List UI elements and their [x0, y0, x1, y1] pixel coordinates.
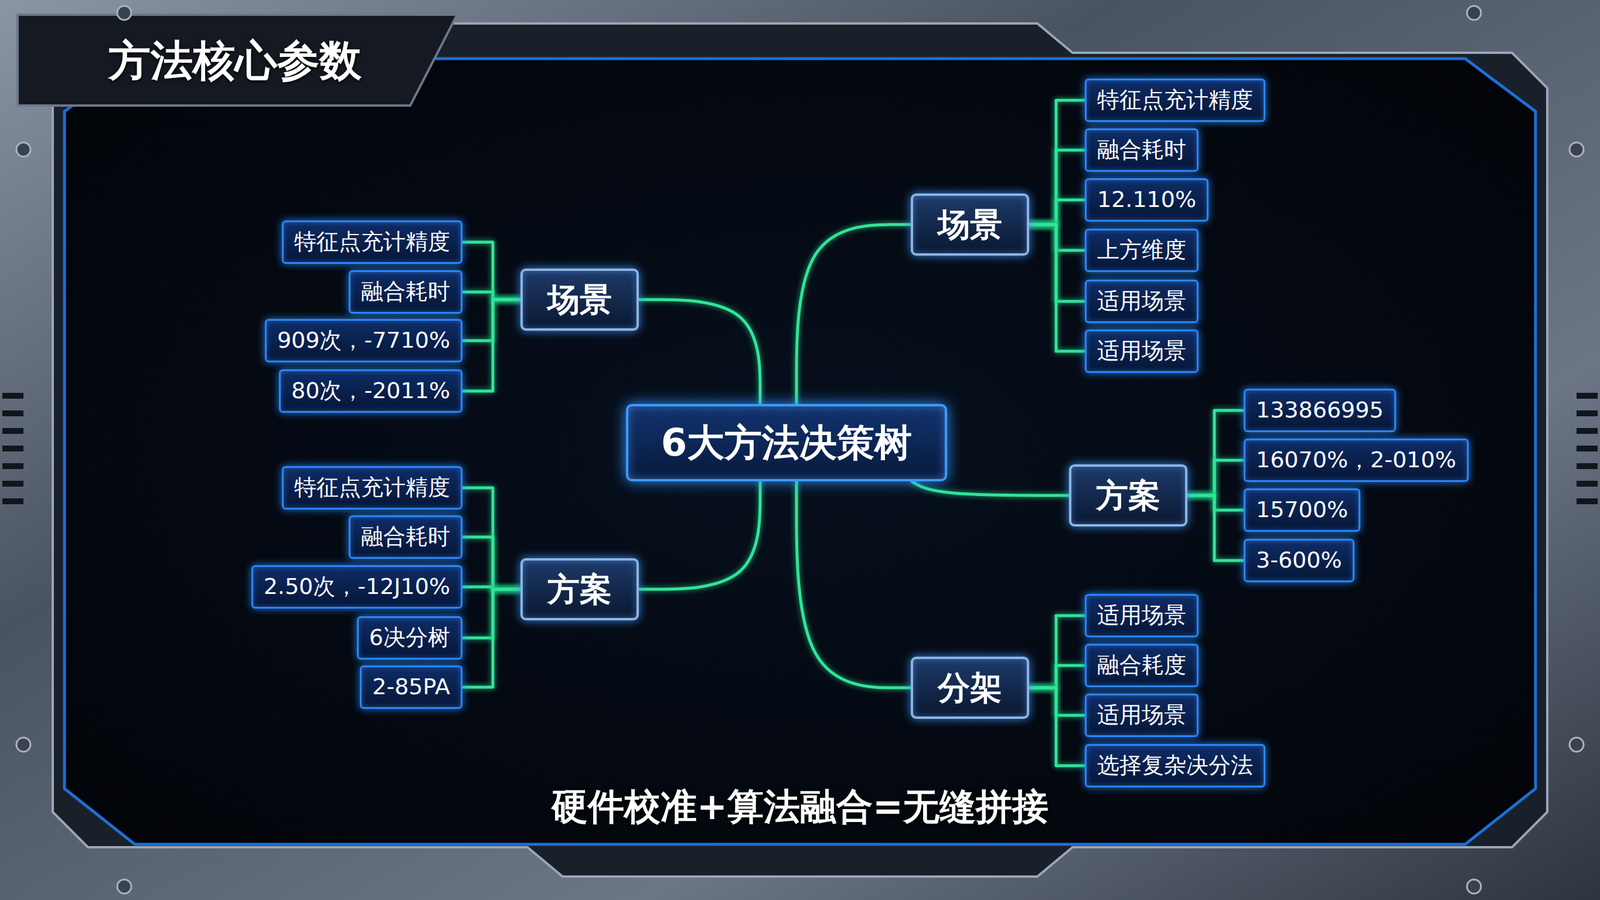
connector — [1029, 199, 1085, 225]
parameter-box: 融合耗度 — [1084, 643, 1199, 687]
node-label: 融合耗度 — [1097, 651, 1187, 679]
category-node: 场景 — [910, 193, 1030, 256]
parameter-box: 适用场景 — [1084, 329, 1199, 373]
node-label: 融合耗时 — [361, 523, 451, 551]
node-label: 2.50次，-12J10% — [263, 573, 451, 601]
connector — [1029, 687, 1085, 766]
parameter-box: 融合耗时 — [1084, 128, 1199, 172]
parameter-box: 12.110% — [1084, 178, 1209, 222]
parameter-box: 2-85PA — [359, 665, 463, 709]
node-label: 特征点充计精度 — [294, 474, 451, 502]
connector — [462, 589, 521, 687]
screen-area — [64, 58, 1536, 844]
connector — [462, 299, 521, 391]
parameter-box: 80次，-2011% — [278, 369, 463, 413]
node-label: 上方维度 — [1097, 236, 1187, 264]
node-label: 3-600% — [1255, 546, 1343, 574]
parameter-box: 融合耗时 — [348, 515, 463, 559]
node-label: 12.110% — [1097, 186, 1197, 214]
category-node: 分架 — [910, 656, 1030, 719]
connector — [1187, 460, 1244, 496]
page-title: 方法核心参数 — [108, 32, 362, 90]
node-label: 适用场景 — [1097, 337, 1187, 365]
parameter-box: 特征点充计精度 — [1084, 78, 1266, 122]
parameter-box: 15700% — [1243, 488, 1361, 532]
caption: 硬件校准+算法融合=无缝拼接 — [551, 781, 1049, 832]
node-label: 融合耗时 — [361, 278, 451, 306]
node-label: 适用场景 — [1097, 601, 1187, 629]
parameter-box: 选择复杂决分法 — [1084, 743, 1266, 788]
parameter-box: 909次，-7710% — [264, 318, 463, 363]
node-label: 场景 — [547, 280, 612, 319]
frame-bevel — [52, 23, 1548, 877]
parameter-box: 2.50次，-12J10% — [251, 564, 463, 609]
node-label: 融合耗时 — [1097, 136, 1187, 164]
connector — [638, 481, 761, 590]
side-vents — [2, 392, 1598, 505]
node-label: 6大方法决策树 — [661, 420, 913, 466]
node-label: 分架 — [937, 668, 1003, 707]
node-label: 2-85PA — [372, 673, 451, 701]
category-node: 方案 — [520, 557, 639, 621]
connector — [1029, 615, 1085, 688]
parameter-box: 特征点充计精度 — [281, 220, 463, 264]
parameter-box: 16070%，2-010% — [1243, 438, 1469, 482]
connector — [1187, 495, 1244, 561]
connector — [1187, 410, 1244, 496]
title-plate — [17, 14, 458, 106]
screws — [16, 5, 1584, 894]
connector — [1029, 150, 1085, 225]
root-node: 6大方法决策树 — [625, 403, 948, 482]
node-label: 909次，-7710% — [277, 327, 451, 354]
node-label: 6决分树 — [369, 624, 451, 652]
parameter-box: 133866995 — [1243, 388, 1397, 432]
node-label: 方案 — [547, 569, 612, 609]
connector — [911, 481, 1070, 496]
node-label: 场景 — [937, 205, 1003, 244]
parameter-box: 适用场景 — [1084, 693, 1199, 737]
connector — [462, 536, 521, 590]
connector — [1029, 224, 1085, 352]
node-label: 适用场景 — [1097, 701, 1187, 729]
node-label: 80次，-2011% — [291, 377, 451, 405]
parameter-box: 3-600% — [1243, 538, 1355, 582]
node-label: 特征点充计精度 — [1097, 86, 1254, 114]
parameter-box: 上方维度 — [1084, 228, 1199, 272]
connector — [1029, 100, 1085, 225]
parameter-box: 特征点充计精度 — [281, 465, 463, 510]
parameter-box: 融合耗时 — [348, 270, 463, 314]
node-label: 方案 — [1095, 475, 1161, 515]
category-node: 场景 — [520, 268, 639, 331]
parameter-box: 6决分树 — [356, 615, 463, 660]
node-label: 133866995 — [1255, 396, 1384, 424]
node-label: 适用场景 — [1097, 287, 1187, 315]
node-label: 15700% — [1255, 496, 1348, 524]
node-label: 选择复杂决分法 — [1097, 751, 1254, 779]
connector — [638, 299, 761, 404]
connector — [462, 242, 521, 300]
parameter-box: 适用场景 — [1084, 279, 1199, 323]
connector — [796, 224, 911, 404]
connector — [1029, 665, 1085, 688]
connector — [796, 481, 911, 688]
category-node: 方案 — [1069, 464, 1188, 527]
node-label: 16070%，2-010% — [1255, 446, 1457, 474]
parameter-box: 适用场景 — [1084, 593, 1199, 638]
node-label: 特征点充计精度 — [294, 228, 451, 256]
connector — [462, 487, 521, 590]
